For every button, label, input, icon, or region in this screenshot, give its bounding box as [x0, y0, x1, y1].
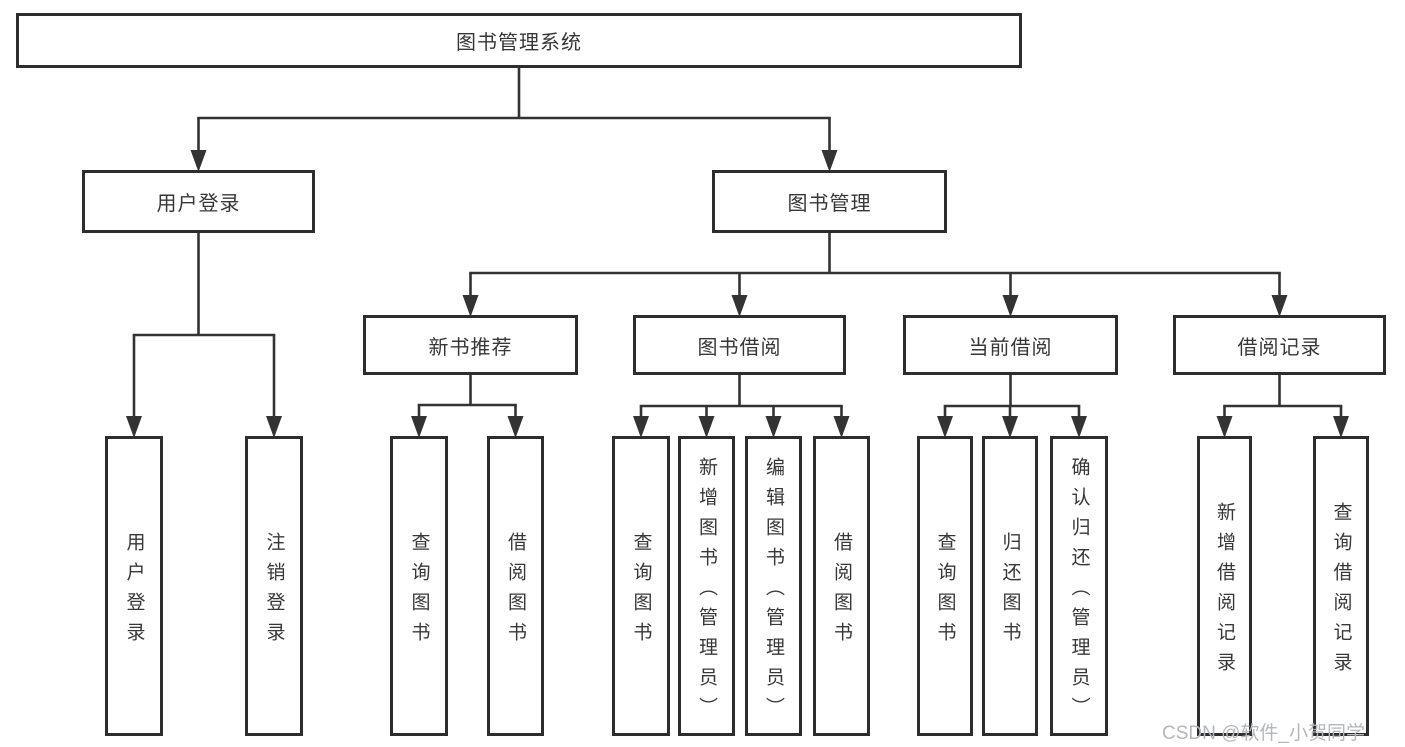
node-borrow-records: 借阅记录: [1173, 315, 1386, 375]
node-label: 用户登录: [156, 193, 241, 215]
node-leaf-borrow-book-a: 借阅图书: [487, 436, 544, 736]
node-label: 新增借阅记录: [1214, 501, 1235, 682]
node-leaf-query-record: 查询借阅记录: [1313, 436, 1369, 736]
node-label: 借阅记录: [1237, 336, 1322, 359]
arrowhead-icon: [731, 295, 748, 317]
node-user-login: 用户登录: [82, 170, 315, 233]
arrowhead-icon: [266, 416, 282, 438]
arrowhead-icon: [1002, 416, 1018, 438]
node-leaf-user-login: 用户登录: [105, 436, 163, 736]
arrowhead-icon: [821, 150, 838, 172]
arrowhead-icon: [507, 416, 524, 438]
node-label: 查询图书: [408, 531, 430, 652]
arrowhead-icon: [1002, 295, 1019, 317]
node-book-mgmt: 图书管理: [712, 170, 947, 233]
arrowhead-icon: [411, 416, 427, 438]
node-label: 图书管理系统: [456, 32, 582, 54]
node-label: 注销登录: [263, 531, 285, 652]
node-label: 查询借阅记录: [1330, 501, 1352, 682]
node-label: 图书管理: [787, 193, 872, 215]
arrowhead-icon: [1071, 416, 1087, 438]
node-leaf-query-book-a: 查询图书: [390, 436, 448, 736]
node-label: 查询图书: [630, 531, 652, 652]
node-new-books: 新书推荐: [363, 315, 578, 375]
arrowhead-icon: [833, 416, 850, 438]
node-label: 新书推荐: [428, 336, 513, 359]
node-label: 借阅图书: [505, 531, 526, 652]
node-leaf-add-book: 新增图书（管理员）: [678, 436, 735, 736]
node-leaf-add-record: 新增借阅记录: [1197, 436, 1252, 736]
node-root: 图书管理系统: [16, 13, 1022, 68]
node-label: 确认归还（管理员）: [1068, 456, 1090, 727]
node-leaf-borrow-book-b: 借阅图书: [813, 436, 870, 736]
node-leaf-query-book-c: 查询图书: [917, 436, 973, 736]
node-label: 归还图书: [999, 531, 1021, 652]
node-leaf-edit-book: 编辑图书（管理员）: [745, 436, 802, 736]
node-label: 编辑图书（管理员）: [763, 456, 784, 727]
arrowhead-icon: [937, 416, 953, 438]
arrowhead-icon: [190, 150, 207, 172]
node-label: 查询图书: [934, 531, 956, 652]
arrowhead-icon: [1333, 416, 1349, 438]
node-label: 用户登录: [123, 531, 145, 652]
node-label: 借阅图书: [831, 531, 852, 652]
arrowhead-icon: [633, 416, 649, 438]
node-label: 图书借阅: [697, 336, 782, 359]
arrowhead-icon: [462, 295, 479, 317]
arrowhead-icon: [1271, 295, 1288, 317]
node-label: 新增图书（管理员）: [696, 456, 717, 727]
node-current-borrow: 当前借阅: [903, 315, 1118, 375]
arrowhead-icon: [126, 416, 142, 438]
csdn-watermark: CSDN @软件_小贺同学: [1162, 723, 1365, 744]
node-leaf-confirm-return: 确认归还（管理员）: [1050, 436, 1108, 736]
node-leaf-return-book: 归还图书: [982, 436, 1038, 736]
arrowhead-icon: [698, 416, 715, 438]
node-leaf-query-book-b: 查询图书: [612, 436, 670, 736]
node-leaf-logout: 注销登录: [245, 436, 303, 736]
node-book-borrow: 图书借阅: [633, 315, 846, 375]
arrowhead-icon: [1216, 416, 1233, 438]
node-label: 当前借阅: [968, 336, 1053, 359]
arrowhead-icon: [765, 416, 782, 438]
